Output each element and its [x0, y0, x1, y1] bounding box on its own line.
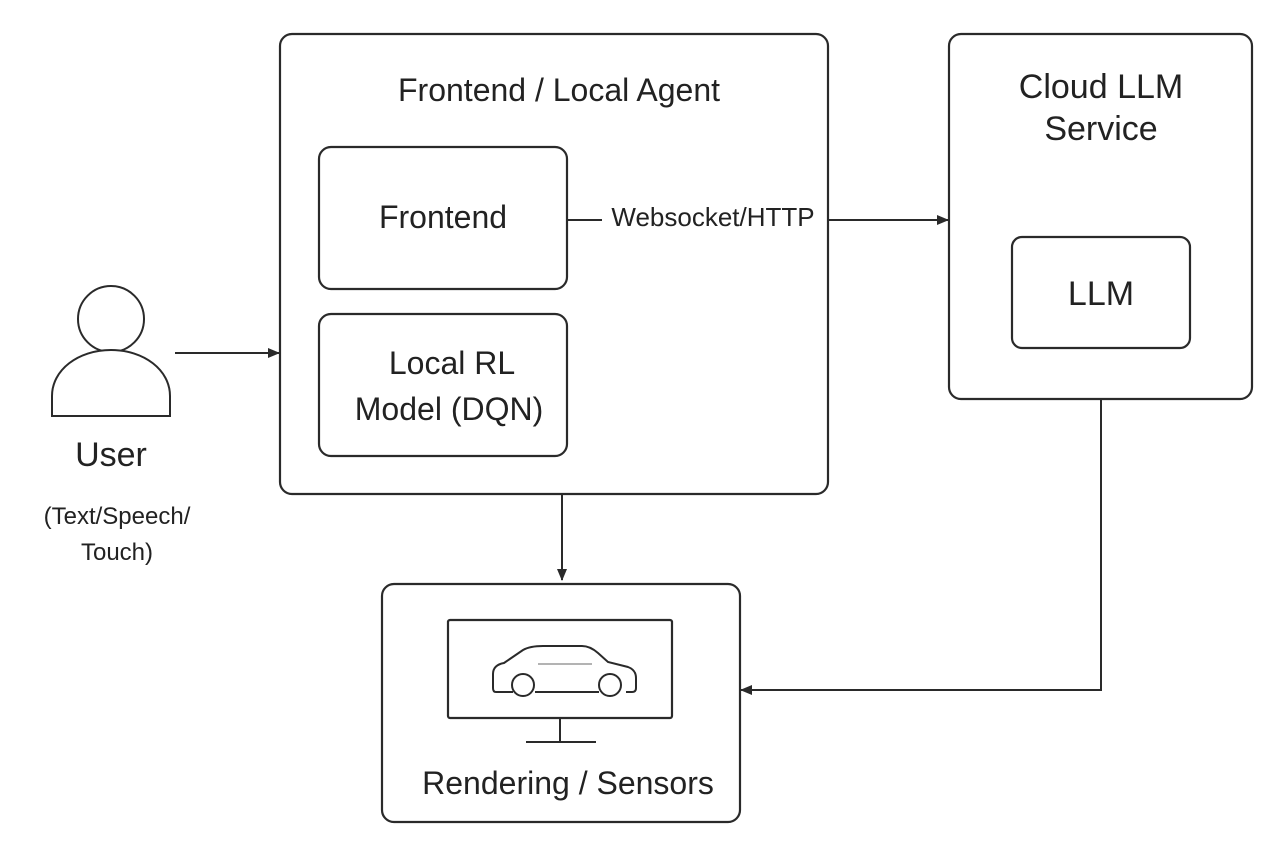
frontend-label: Frontend [379, 199, 507, 235]
cloud-service-title-line2: Service [1044, 110, 1157, 148]
user-input-modes-line2: Touch) [81, 539, 153, 566]
llm-box [1010, 235, 1192, 350]
cloud-service-group: Cloud LLM Service LLM [947, 32, 1254, 401]
car-monitor-icon [446, 618, 674, 743]
connectors: Websocket/HTTP [175, 202, 1102, 695]
cloud-to-rendering-arrow [740, 399, 1102, 695]
monitor-screen [446, 618, 674, 720]
rl-model-label-line1: Local RL [389, 345, 515, 381]
rendering-group: Rendering / Sensors [380, 582, 742, 824]
user-icon [51, 285, 171, 417]
frontend-agent-group: Frontend / Local Agent Frontend Local RL… [278, 32, 830, 496]
rendering-label: Rendering / Sensors [422, 765, 714, 801]
user-label: User [75, 436, 147, 474]
frontend-agent-title: Frontend / Local Agent [398, 72, 720, 108]
rl-model-box [317, 312, 569, 458]
llm-label: LLM [1068, 275, 1134, 313]
frontend-box [317, 145, 569, 291]
user-input-modes-line1: (Text/Speech/ [44, 503, 191, 530]
cloud-service-title-line1: Cloud LLM [1019, 68, 1183, 106]
rl-model-label-line2: Model (DQN) [355, 391, 543, 427]
car-icon [492, 645, 637, 697]
user-node: User (Text/Speech/ Touch) [44, 285, 191, 566]
websocket-http-label: Websocket/HTTP [611, 202, 814, 232]
